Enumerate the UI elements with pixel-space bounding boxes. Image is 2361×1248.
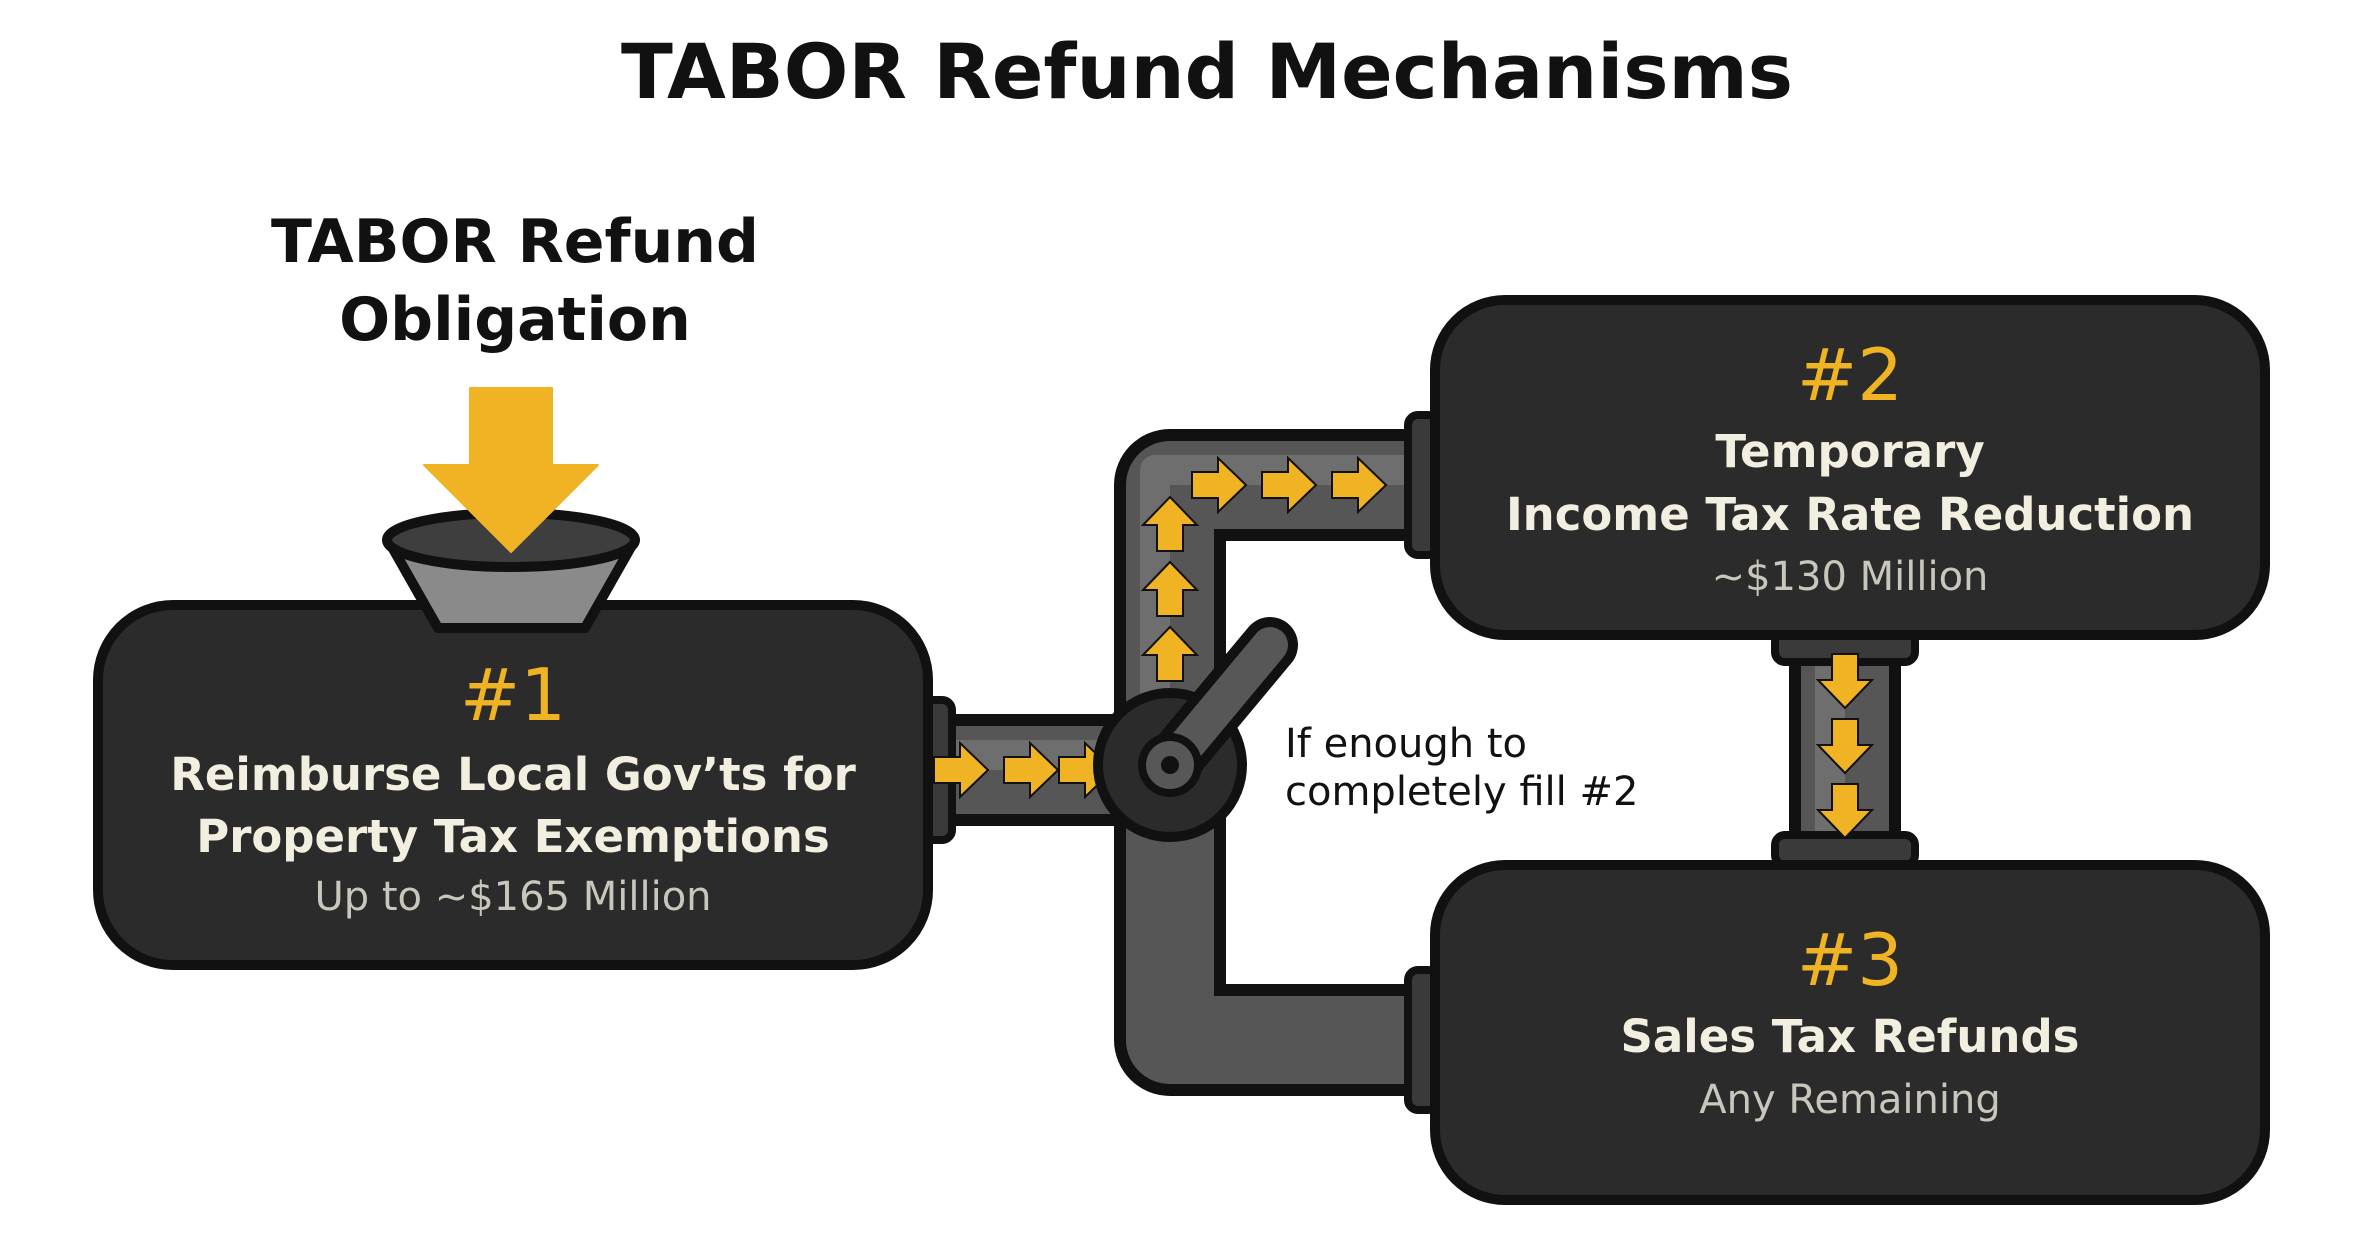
input-label-line-1: TABOR Refund xyxy=(271,207,759,277)
box-2-heading-line-2: Income Tax Rate Reduction xyxy=(1506,488,2194,541)
valve-icon xyxy=(1093,617,1298,842)
funnel-icon xyxy=(382,508,640,633)
box-3-amount: Any Remaining xyxy=(1699,1077,2001,1123)
page-title: TABOR Refund Mechanisms xyxy=(621,27,1793,116)
valve-note-line-1: If enough to xyxy=(1285,721,1527,767)
box-1-number: #1 xyxy=(460,653,566,737)
box-2: #2 Temporary Income Tax Rate Reduction ~… xyxy=(1430,295,2270,640)
box-3-number: #3 xyxy=(1797,918,1903,1002)
box-1: #1 Reimburse Local Gov’ts for Property T… xyxy=(93,600,933,970)
box-1-heading-line-1: Reimburse Local Gov’ts for xyxy=(170,748,856,801)
box-1-amount: Up to ~$165 Million xyxy=(314,874,711,920)
box-2-number: #2 xyxy=(1797,333,1903,417)
input-label-line-2: Obligation xyxy=(339,285,691,355)
valve-note-line-2: completely fill #2 xyxy=(1285,769,1638,815)
box-3: #3 Sales Tax Refunds Any Remaining xyxy=(1430,860,2270,1205)
input-arrow-icon xyxy=(423,387,599,553)
box-3-heading: Sales Tax Refunds xyxy=(1621,1010,2080,1063)
box-2-amount: ~$130 Million xyxy=(1712,554,1989,600)
box-1-heading-line-2: Property Tax Exemptions xyxy=(196,810,830,863)
box-2-heading-line-1: Temporary xyxy=(1715,425,1984,478)
